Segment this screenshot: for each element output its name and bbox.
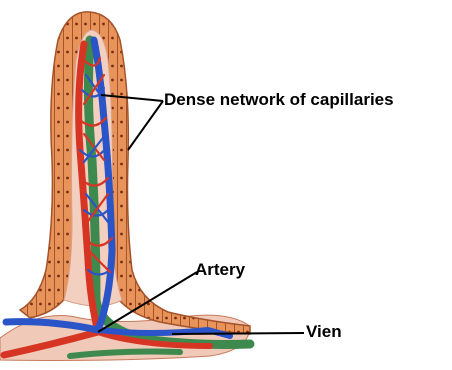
artery-label: Artery xyxy=(195,261,245,278)
villus-epithelium xyxy=(20,12,250,334)
capillaries-label: Dense network of capillaries xyxy=(164,91,394,108)
vien-label: Vien xyxy=(306,323,342,340)
